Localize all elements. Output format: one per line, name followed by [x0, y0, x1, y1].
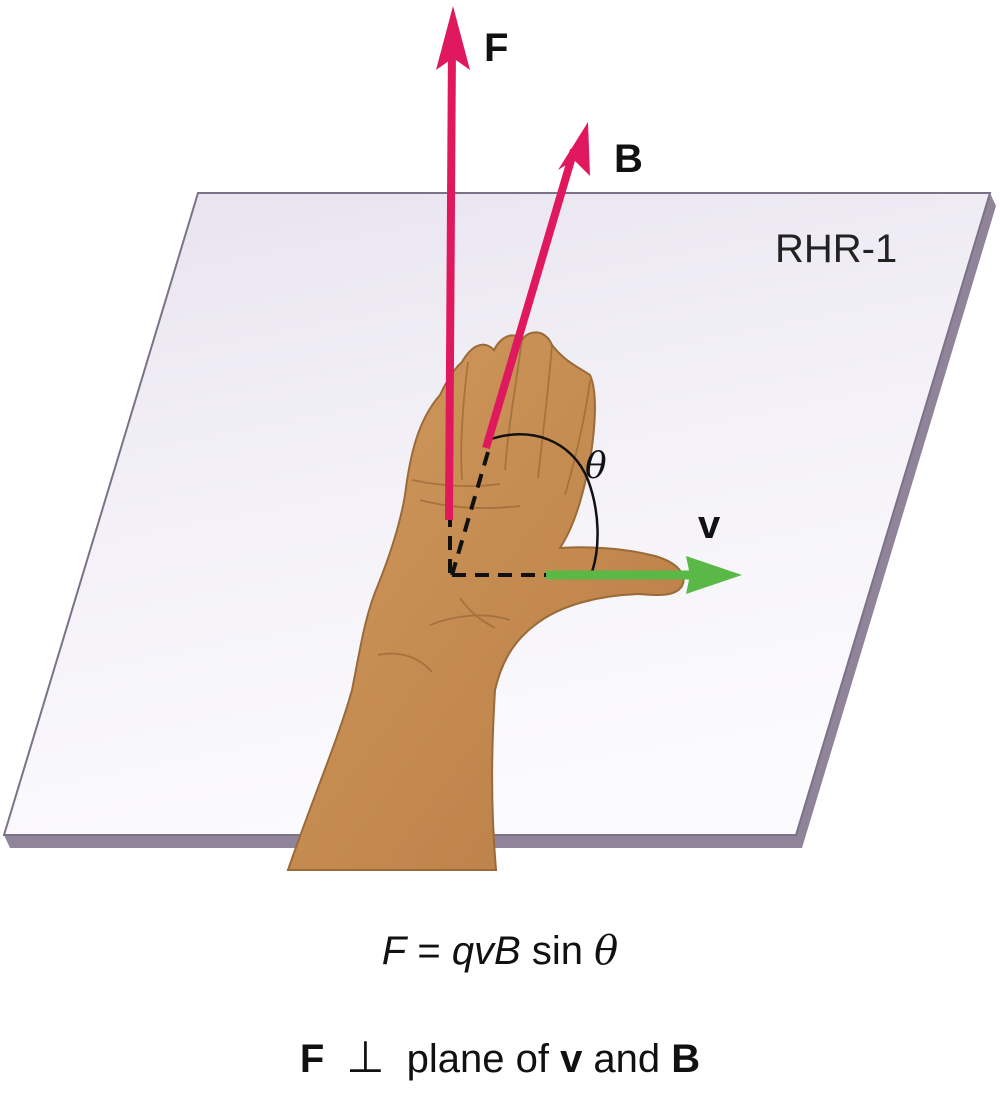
- perp-subject: F: [299, 1037, 325, 1081]
- force-formula: F = qvB sin θ: [0, 928, 1000, 974]
- velocity-label: v: [698, 503, 721, 547]
- hand-creases: [377, 339, 591, 673]
- formula-lhs: F: [381, 929, 407, 973]
- velocity-arrow: [546, 556, 742, 594]
- perp-b: B: [671, 1037, 701, 1081]
- perp-and: and: [582, 1037, 672, 1081]
- hand: [286, 331, 685, 871]
- perpendicular-symbol: ⊥: [346, 1033, 385, 1082]
- angle-label: θ: [585, 446, 607, 487]
- dashed-guides: [448, 451, 548, 577]
- perpendicular-statement: F ⊥ plane of v and B: [0, 1032, 1000, 1083]
- field-label: B: [614, 137, 643, 181]
- perp-v: v: [560, 1037, 583, 1081]
- rule-label: RHR-1: [775, 227, 897, 271]
- force-arrow: [436, 6, 470, 521]
- formula-rhs: qvB: [451, 929, 521, 973]
- hand-silhouette: [286, 331, 685, 871]
- field-arrow: [482, 122, 590, 450]
- force-label: F: [484, 26, 508, 70]
- perp-text: plane of: [406, 1037, 561, 1081]
- formula-equals: =: [406, 929, 452, 973]
- formula-func: sin: [520, 929, 595, 973]
- angle-arc: [487, 433, 599, 573]
- formula-angle: θ: [594, 928, 619, 974]
